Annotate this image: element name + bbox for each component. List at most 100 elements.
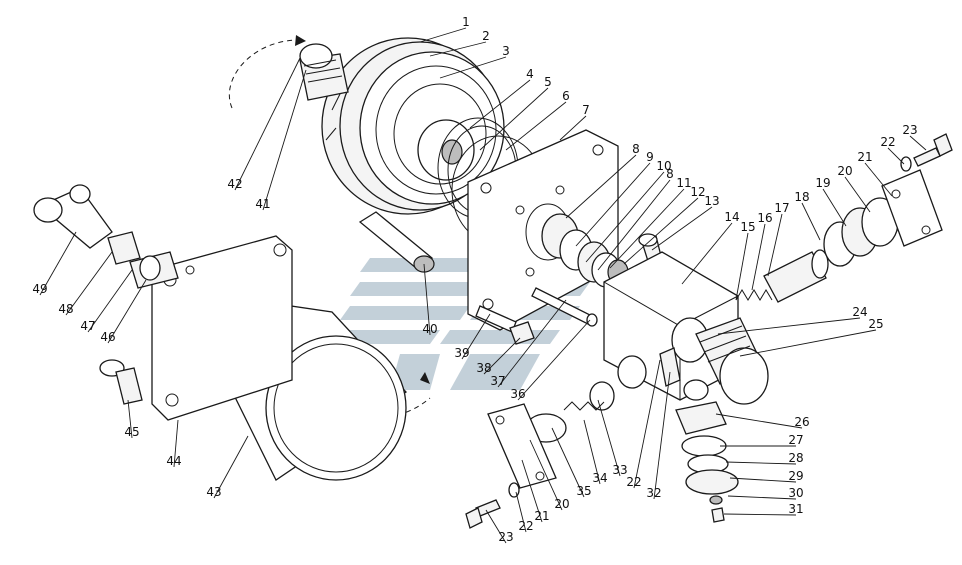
- leader-line-c6: [505, 101, 567, 151]
- housing-bolt: [99, 359, 143, 405]
- leader-line-c36: [517, 319, 591, 401]
- leader-line-c40: [423, 263, 431, 336]
- lower-fitting: [675, 401, 739, 523]
- leader-line-c5: [479, 87, 549, 151]
- callout-layer: 1234567891081112131415161718192021222324…: [32, 15, 927, 544]
- rotation-arrow-bottom: [295, 372, 431, 420]
- leader-line-c23b: [485, 509, 507, 544]
- leader-line-c20: [844, 176, 871, 213]
- leader-line-c35: [551, 427, 585, 498]
- leader-line-c30: [727, 495, 797, 500]
- callout-label-c37: 37: [490, 374, 505, 388]
- callout-label-c22c: 22: [518, 519, 533, 533]
- leader-line-c29: [729, 477, 797, 483]
- leader-line-c7: [559, 115, 587, 141]
- callout-label-c26: 26: [794, 415, 809, 429]
- lower-cover-plate: [465, 403, 557, 529]
- spring-piston: [735, 249, 829, 303]
- leader-line-c16: [751, 223, 766, 291]
- leader-line-c49: [39, 231, 77, 296]
- leader-line-c1: [419, 27, 467, 43]
- callout-label-c13: 13: [704, 194, 719, 208]
- callout-label-c22b: 22: [626, 475, 641, 489]
- leader-line-c46: [107, 279, 147, 344]
- leader-line-c9: [575, 162, 651, 247]
- callout-label-c44: 44: [166, 454, 181, 468]
- callout-label-c28: 28: [788, 451, 803, 465]
- leader-line-c47: [87, 269, 133, 333]
- leader-line-c21a: [864, 162, 893, 197]
- callout-label-c15: 15: [740, 220, 755, 234]
- yoke-linkage: [33, 184, 179, 289]
- callout-label-c1: 1: [462, 15, 470, 29]
- callout-label-c36: 36: [510, 387, 525, 401]
- rotation-arrow-top: [228, 35, 306, 109]
- callout-label-c23b: 23: [498, 530, 513, 544]
- callout-label-c3: 3: [502, 44, 510, 58]
- callout-label-c14: 14: [724, 210, 739, 224]
- leader-line-c37: [497, 299, 567, 388]
- plug: [695, 317, 769, 405]
- leader-line-c43: [213, 435, 249, 499]
- leader-line-c22c: [515, 491, 527, 533]
- callout-label-c27: 27: [788, 433, 803, 447]
- leader-line-c18: [801, 202, 821, 241]
- rotor-drum: [321, 37, 505, 215]
- leader-line-c34: [583, 419, 601, 485]
- callout-label-c20b: 20: [554, 497, 569, 511]
- callout-label-c25: 25: [868, 317, 883, 331]
- callout-label-c45: 45: [124, 425, 139, 439]
- leader-line-c2: [429, 41, 487, 57]
- callout-label-c11: 11: [676, 176, 691, 190]
- leader-line-c38: [483, 337, 521, 375]
- callout-label-c21a: 21: [857, 150, 872, 164]
- leader-line-c10: [585, 171, 665, 263]
- top-bolt: [900, 133, 953, 172]
- callout-label-c5: 5: [544, 75, 552, 89]
- leader-line-c24: [717, 317, 861, 335]
- callout-label-c30: 30: [788, 486, 803, 500]
- callout-label-c10: 10: [656, 159, 671, 173]
- leader-line-c28: [725, 461, 797, 465]
- leader-line-c26: [715, 413, 803, 429]
- callout-label-c7: 7: [582, 103, 590, 117]
- callout-label-c29: 29: [788, 469, 803, 483]
- callout-label-c12: 12: [690, 185, 705, 199]
- leader-line-c15: [735, 232, 749, 301]
- leader-line-c19: [822, 188, 847, 227]
- callout-label-c43: 43: [206, 485, 221, 499]
- callout-label-c4: 4: [526, 67, 534, 81]
- callout-label-c21b: 21: [534, 509, 549, 523]
- callout-label-c33: 33: [612, 463, 627, 477]
- leader-line-c45: [127, 399, 133, 439]
- leader-line-c42: [234, 57, 301, 191]
- leader-line-c32: [653, 371, 671, 500]
- callout-label-c16: 16: [757, 211, 772, 225]
- callout-label-c48: 48: [58, 302, 73, 316]
- leader-line-c21b: [521, 459, 543, 523]
- shaft-end: [299, 43, 349, 101]
- leader-line-c44: [173, 419, 179, 468]
- leader-line-c33: [597, 399, 621, 477]
- leader-line-c12: [623, 197, 699, 265]
- callout-label-c19: 19: [815, 176, 830, 190]
- callout-label-c24: 24: [852, 305, 867, 319]
- callout-label-c46: 46: [100, 330, 115, 344]
- callout-label-c41: 41: [255, 197, 270, 211]
- leader-line-c22b: [633, 359, 661, 489]
- leader-line-c22a: [887, 147, 905, 165]
- callout-label-c8b: 8: [666, 167, 674, 181]
- callout-label-c18: 18: [794, 190, 809, 204]
- leader-line-c3: [439, 56, 507, 79]
- callout-label-c47: 47: [80, 319, 95, 333]
- lower-spring-stack: [525, 347, 681, 443]
- callout-label-c23a: 23: [902, 123, 917, 137]
- callout-label-c40: 40: [422, 322, 437, 336]
- callout-label-c31: 31: [788, 502, 803, 516]
- callout-label-c6: 6: [562, 89, 570, 103]
- callout-label-c38: 38: [476, 361, 491, 375]
- callout-label-c32: 32: [646, 486, 661, 500]
- leader-line-c23a: [909, 135, 927, 151]
- callout-label-c20: 20: [837, 164, 852, 178]
